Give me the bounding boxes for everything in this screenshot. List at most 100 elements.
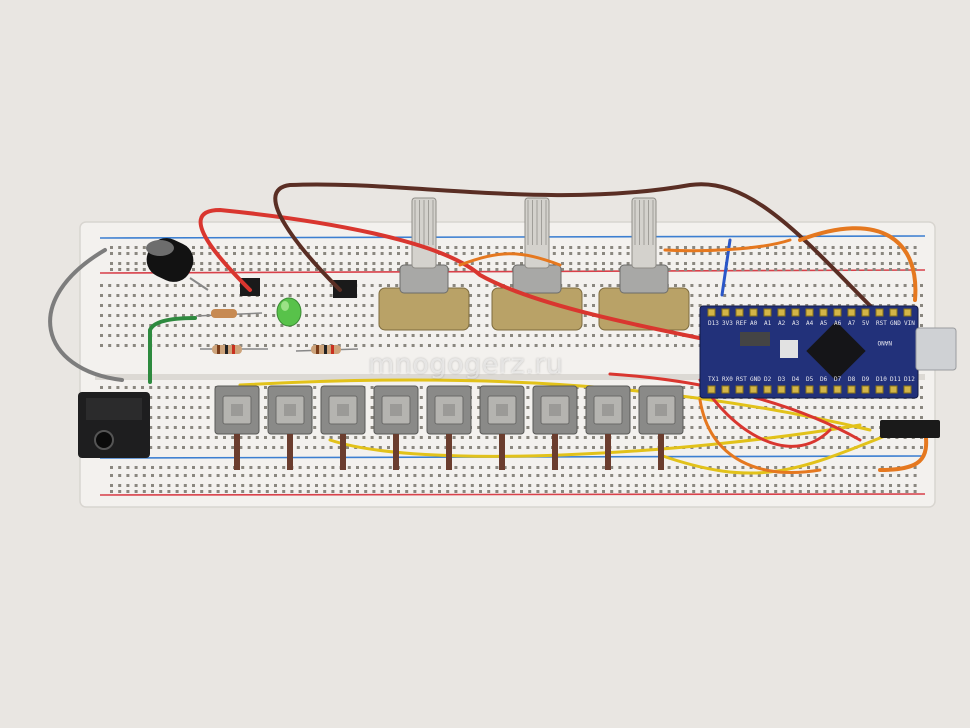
breadboard-hole xyxy=(526,446,530,449)
breadboard-hole xyxy=(920,396,923,399)
breadboard-hole xyxy=(124,304,128,307)
breadboard-hole xyxy=(470,474,474,477)
breadboard-hole xyxy=(413,490,417,493)
breadboard-hole xyxy=(788,416,792,419)
breadboard-hole xyxy=(315,484,318,487)
board-pin-label: A7 xyxy=(848,320,856,327)
breadboard-hole xyxy=(165,324,169,327)
breadboard-hole xyxy=(788,294,792,297)
breadboard-hole xyxy=(487,466,491,469)
breadboard-hole xyxy=(895,284,899,287)
breadboard-hole xyxy=(634,474,638,477)
breadboard-hole xyxy=(198,396,202,399)
breadboard-hole xyxy=(854,416,858,419)
breadboard-hole xyxy=(821,416,825,419)
breadboard-hole xyxy=(192,490,195,493)
breadboard-hole xyxy=(756,426,759,429)
breadboard-hole xyxy=(224,252,228,255)
breadboard-hole xyxy=(798,474,802,477)
breadboard-hole xyxy=(387,446,390,449)
breadboard-hole xyxy=(552,252,556,255)
potentiometers xyxy=(378,197,690,331)
breadboard-hole xyxy=(224,484,228,487)
breadboard-hole xyxy=(831,490,835,493)
breadboard-hole xyxy=(149,386,153,389)
breadboard-hole xyxy=(460,334,464,337)
breadboard-hole xyxy=(372,474,376,477)
breadboard-hole xyxy=(585,262,589,265)
breadboard-hole xyxy=(173,446,177,449)
breadboard-hole xyxy=(239,436,243,439)
breadboard-hole xyxy=(864,268,868,271)
breadboard-hole xyxy=(920,406,923,409)
breadboard-hole xyxy=(223,436,226,439)
breadboard-hole xyxy=(118,466,122,469)
breadboard-hole xyxy=(723,294,727,297)
breadboard-hole xyxy=(592,334,595,337)
board-pin-label: D6 xyxy=(820,376,828,383)
breadboard-hole xyxy=(526,406,530,409)
push-button-leg xyxy=(658,434,664,470)
breadboard-hole xyxy=(618,490,622,493)
breadboard-hole xyxy=(561,466,564,469)
breadboard-hole xyxy=(551,334,554,337)
breadboard-hole xyxy=(528,466,532,469)
breadboard-hole xyxy=(510,344,513,347)
breadboard-hole xyxy=(659,262,663,265)
breadboard-hole xyxy=(173,334,177,337)
breadboard-hole xyxy=(757,262,761,265)
breadboard-hole xyxy=(470,246,474,249)
breadboard-hole xyxy=(749,466,753,469)
breadboard-hole xyxy=(870,446,874,449)
breadboard-hole xyxy=(206,334,210,337)
breadboard-hole xyxy=(879,416,882,419)
breadboard-hole xyxy=(272,314,276,317)
breadboard-hole xyxy=(346,436,349,439)
breadboard-hole xyxy=(438,490,441,493)
breadboard-hole xyxy=(356,474,359,477)
breadboard-hole xyxy=(305,446,308,449)
breadboard-hole xyxy=(200,262,204,265)
breadboard-hole xyxy=(142,252,146,255)
breadboard-hole xyxy=(708,262,712,265)
breadboard-hole xyxy=(856,466,860,469)
breadboard-hole xyxy=(288,334,292,337)
breadboard-hole xyxy=(692,262,696,265)
breadboard-hole xyxy=(757,474,761,477)
breadboard-hole xyxy=(356,252,359,255)
breadboard-hole xyxy=(387,334,390,337)
breadboard-hole xyxy=(682,426,686,429)
breadboard-hole xyxy=(173,324,177,327)
breadboard-hole xyxy=(182,314,185,317)
breadboard-hole xyxy=(182,386,185,389)
breadboard-hole xyxy=(911,416,915,419)
board-pin-label: A6 xyxy=(834,320,842,327)
breadboard-hole xyxy=(674,334,677,337)
breadboard-hole xyxy=(198,446,202,449)
breadboard-hole xyxy=(544,466,548,469)
breadboard-hole xyxy=(682,386,686,389)
breadboard-hole xyxy=(487,484,491,487)
breadboard-hole xyxy=(798,262,802,265)
breadboard-hole xyxy=(798,246,802,249)
breadboard-hole xyxy=(462,246,466,249)
breadboard-hole xyxy=(265,466,269,469)
breadboard-hole xyxy=(692,246,696,249)
breadboard-hole xyxy=(766,490,769,493)
breadboard-hole xyxy=(436,446,440,449)
breadboard-hole xyxy=(306,246,310,249)
breadboard-hole xyxy=(370,344,374,347)
breadboard-hole xyxy=(577,490,581,493)
breadboard-hole xyxy=(306,268,310,271)
breadboard-hole xyxy=(298,490,302,493)
breadboard-hole xyxy=(151,484,154,487)
breadboard-hole xyxy=(192,252,195,255)
breadboard-hole xyxy=(323,262,327,265)
breadboard-hole xyxy=(280,436,284,439)
breadboard-hole xyxy=(257,490,261,493)
breadboard-hole xyxy=(124,334,128,337)
breadboard-hole xyxy=(479,262,482,265)
breadboard-hole xyxy=(805,436,809,439)
breadboard-hole xyxy=(633,334,636,337)
breadboard-hole xyxy=(682,344,686,347)
